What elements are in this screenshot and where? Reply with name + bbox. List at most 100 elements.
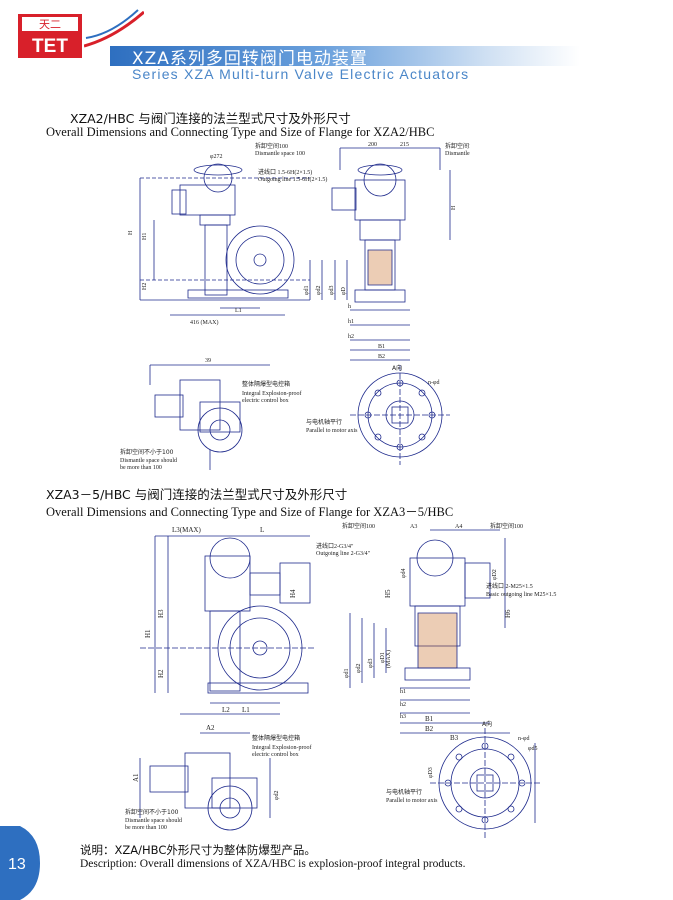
s1-label-phi272: φ272: [210, 154, 222, 160]
s2-label-B3: B3: [450, 734, 459, 742]
s2-label-space-cn: 拆卸空间100: [342, 522, 375, 530]
section2-drawing: L3(MAX) L A3 A4 拆卸空间100 拆卸空间100 进线口2-G3/…: [125, 522, 556, 838]
s2-motor-housing: [204, 555, 251, 612]
s1-label-outgoing-cn: 进线口 1.5-6H(2×1.5): [258, 168, 312, 176]
s2-label-H1: H1: [144, 629, 152, 638]
s1-label-space-cn-2: 拆卸空间100: [445, 142, 470, 150]
s1-column: [204, 224, 228, 296]
s1-label-parallel-cn: 与电机轴平行: [306, 418, 342, 426]
section1-drawing: φ272 H H1 H2 L1 416 (MAX) 拆卸空间100 Disman…: [120, 142, 470, 471]
s2-label-H4: H4: [289, 589, 297, 598]
s2-label-phiD3: φD3: [428, 767, 434, 778]
s2-label-phid3: φd3: [368, 659, 374, 668]
s2-label-box-cn: 整体隔爆型电控箱: [252, 734, 300, 742]
company-logo: 天二 TET: [18, 14, 82, 58]
s2-label-A3: A3: [410, 524, 417, 530]
s1-label-H: H: [128, 230, 134, 235]
page-tab: [0, 826, 40, 900]
header-title-en: Series XZA Multi-turn Valve Electric Act…: [132, 66, 470, 82]
s1-label-B2: B2: [378, 354, 385, 360]
s1-label-H-right: H: [451, 205, 457, 210]
s2-label-max: (MAX): [385, 650, 392, 668]
s1-label-dismantle-cn: 拆卸空间不小于100: [120, 448, 174, 456]
page-header: 天二 TET XZA系列多回转阀门电动装置 Series XZA Multi-t…: [0, 0, 673, 90]
logo-swoosh-icon: [84, 9, 144, 48]
s1-label-view-a: A向: [392, 364, 402, 372]
s1-label-h1: h1: [348, 319, 354, 325]
s2-label-h1: h1: [400, 689, 406, 695]
s1-label-box-cn: 整体隔爆型电控箱: [242, 380, 290, 388]
s2-label-L1: L1: [242, 706, 250, 714]
s2-label-outgoing-cn: 进线口2-G3/4": [316, 542, 354, 550]
s2-label-A1: A1: [132, 773, 140, 782]
s1-gearbox: [225, 225, 295, 295]
description-en: Description: Overall dimensions of XZA/H…: [80, 858, 466, 870]
s2-label-phid2: φd2: [356, 664, 362, 673]
s2-label-view-a: A向: [482, 720, 492, 728]
s2-label-B1: B1: [425, 715, 434, 723]
s2-label-A2: A2: [206, 724, 215, 732]
s1-label-box-en1: Integral Explosion-proof: [242, 390, 301, 397]
s1-label-dismantle-en1: Dismantle space should: [120, 458, 177, 464]
s2-label-outgoing2-en: Basic outgoing line M25×1.5: [486, 592, 556, 598]
s2-label-dismantle-en2: be more than 100: [125, 825, 167, 831]
s1-label-39: 39: [205, 358, 211, 364]
s2-label-parallel-cn: 与电机轴平行: [386, 788, 422, 796]
s2-label-box-en2: electric control box: [252, 752, 299, 758]
s2-label-phid4: φd4: [401, 569, 407, 578]
s2-label-n-phid: n-φd: [518, 736, 529, 742]
s1-label-phid2: φd2: [316, 286, 322, 295]
s2-label-H6: H6: [504, 609, 512, 618]
s2-label-outgoing-en: Outgoing line 2-G3/4": [316, 551, 371, 557]
s1-label-parallel-en: Parallel to motor axis: [306, 428, 358, 434]
section2-title-en: Overall Dimensions and Connecting Type a…: [46, 505, 454, 519]
section1-title-cn: XZA2/HBC 与阀门连接的法兰型式尺寸及外形尺寸: [70, 111, 351, 126]
s2-label-h2: h2: [400, 702, 406, 708]
s2-label-phid1: φd1: [344, 669, 350, 678]
s1-label-space-cn: 拆卸空间100: [255, 142, 288, 150]
s2-label-H5: H5: [384, 589, 392, 598]
logo-en-text: TET: [32, 36, 68, 57]
s2-label-dismantle-cn: 拆卸空间不小于100: [125, 808, 179, 816]
description-cn: 说明：XZA/HBC外形尺寸为整体防爆型产品。: [80, 843, 316, 857]
s1-label-200: 200: [368, 142, 377, 148]
s2-label-phid2-top: φd2: [274, 791, 280, 800]
s2-label-outgoing2-cn: 进线口 2-M25×1.5: [486, 582, 533, 590]
s2-label-H3: H3: [157, 609, 165, 618]
logo-cn-text: 天二: [39, 18, 61, 31]
s2-label-L2: L2: [222, 706, 230, 714]
s1-label-h: h: [348, 304, 351, 310]
s2-flange-outer: [438, 736, 532, 830]
s1-label-space-en-2: Dismantle space 100: [445, 151, 470, 157]
page-number: 13: [8, 856, 26, 873]
s1-label-box-en2: electric control box: [242, 398, 289, 404]
s1-label-h2: h2: [348, 334, 354, 340]
s2-label-space-cn-2: 拆卸空间100: [490, 522, 523, 530]
s2-label-box-en1: Integral Explosion-proof: [252, 744, 311, 751]
s2-label-L: L: [260, 526, 264, 534]
s2-label-dismantle-en1: Dismantle space should: [125, 818, 182, 824]
s1-label-n-phid: n-φd: [428, 380, 439, 386]
s2-label-parallel-en: Parallel to motor axis: [386, 798, 438, 804]
s1-label-phid3: φd3: [329, 286, 335, 295]
s2-handwheel: [209, 537, 251, 579]
s2-column: [209, 610, 241, 692]
s2-label-H2: H2: [157, 669, 165, 678]
title-bar: [110, 46, 580, 66]
s1-motor-housing: [179, 184, 236, 216]
s2-label-h3: h3: [400, 714, 406, 720]
s2-label-phid5: φd5: [528, 746, 537, 752]
s1-label-outgoing-en: Outgoing line 1.5-6H(2×1.5): [258, 176, 327, 183]
s1-label-416: 416 (MAX): [190, 319, 219, 326]
s1-label-phid1: φd1: [304, 286, 310, 295]
s1-label-space-en: Dismantle space 100: [255, 151, 305, 157]
s1-label-H2: H2: [142, 283, 148, 290]
s1-label-L1: L1: [235, 308, 242, 314]
s1-label-phiD: φD: [341, 287, 347, 295]
s2-label-B2: B2: [425, 725, 434, 733]
s2-label-L3: L3(MAX): [172, 526, 201, 534]
s1-label-H1: H1: [142, 233, 148, 240]
header-title-cn: XZA系列多回转阀门电动装置: [132, 49, 368, 69]
section2-title-cn: XZA3－5/HBC 与阀门连接的法兰型式尺寸及外形尺寸: [46, 487, 348, 502]
s2-label-phiD2: φD2: [492, 569, 498, 580]
